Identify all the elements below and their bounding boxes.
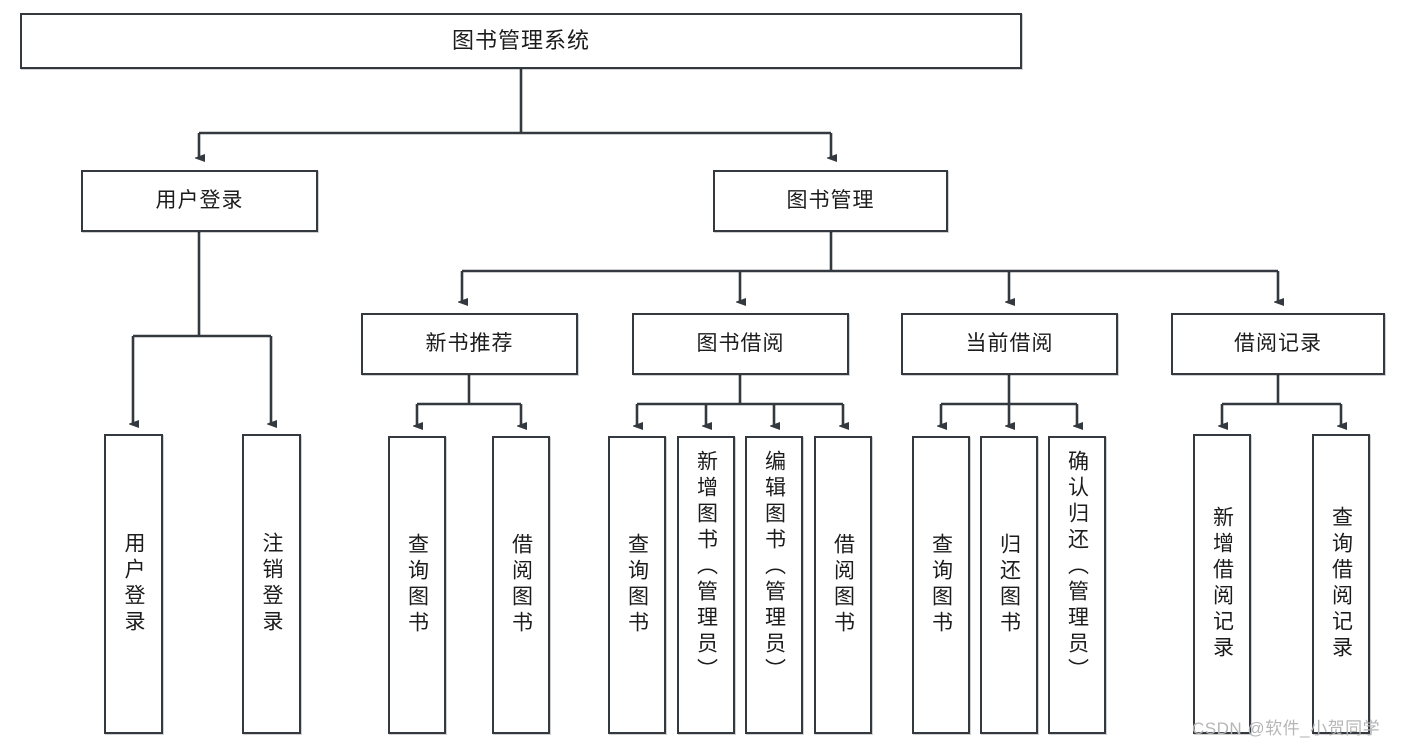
node-label: 图书借阅 bbox=[696, 331, 785, 355]
node-label: 归还图书 bbox=[997, 533, 1021, 637]
node-user-login[interactable]: 用户登录 bbox=[81, 170, 318, 232]
node-label: 编辑图书（管理员） bbox=[762, 450, 786, 684]
leaf-record-add-record[interactable]: 新增借阅记录 bbox=[1193, 434, 1251, 734]
node-label: 查询图书 bbox=[929, 533, 953, 637]
leaf-borrow-borrow-book[interactable]: 借阅图书 bbox=[814, 436, 872, 734]
node-label: 借阅记录 bbox=[1234, 331, 1322, 355]
node-label: 借阅图书 bbox=[509, 533, 533, 637]
node-label: 图书管理系统 bbox=[451, 28, 590, 54]
leaf-user-login-signin[interactable]: 用户登录 bbox=[104, 434, 163, 734]
node-book-borrow[interactable]: 图书借阅 bbox=[632, 313, 849, 375]
node-label: 借阅图书 bbox=[831, 533, 855, 637]
leaf-borrow-add-book-admin[interactable]: 新增图书（管理员） bbox=[677, 436, 735, 734]
node-label: 用户登录 bbox=[155, 188, 244, 212]
leaf-user-login-signout[interactable]: 注销登录 bbox=[242, 434, 301, 734]
node-label: 新增借阅记录 bbox=[1210, 506, 1234, 662]
watermark-text: CSDN @软件_小贺同学 bbox=[1192, 719, 1381, 738]
leaf-current-query-book[interactable]: 查询图书 bbox=[912, 436, 970, 734]
node-label: 查询借阅记录 bbox=[1329, 506, 1353, 662]
leaf-record-query-record[interactable]: 查询借阅记录 bbox=[1312, 434, 1370, 734]
node-label: 图书管理 bbox=[786, 188, 875, 212]
node-label: 查询图书 bbox=[405, 533, 429, 637]
node-book-management[interactable]: 图书管理 bbox=[713, 170, 948, 232]
leaf-recommend-borrow-book[interactable]: 借阅图书 bbox=[492, 436, 550, 734]
node-label: 当前借阅 bbox=[965, 331, 1054, 355]
node-label: 新增图书（管理员） bbox=[694, 450, 718, 684]
node-current-borrow[interactable]: 当前借阅 bbox=[901, 313, 1118, 375]
node-root-system[interactable]: 图书管理系统 bbox=[20, 13, 1022, 69]
leaf-current-return-book[interactable]: 归还图书 bbox=[980, 436, 1038, 734]
node-borrow-record[interactable]: 借阅记录 bbox=[1171, 313, 1385, 375]
node-label: 确认归还（管理员） bbox=[1065, 450, 1089, 684]
node-label: 查询图书 bbox=[625, 533, 649, 637]
node-label: 用户登录 bbox=[122, 532, 145, 636]
node-label: 新书推荐 bbox=[425, 331, 514, 355]
leaf-borrow-edit-book-admin[interactable]: 编辑图书（管理员） bbox=[745, 436, 803, 734]
leaf-recommend-query-book[interactable]: 查询图书 bbox=[388, 436, 446, 734]
leaf-borrow-query-book[interactable]: 查询图书 bbox=[608, 436, 666, 734]
node-label: 注销登录 bbox=[260, 532, 283, 636]
node-new-book-recommend[interactable]: 新书推荐 bbox=[361, 313, 578, 375]
leaf-current-confirm-return-admin[interactable]: 确认归还（管理员） bbox=[1048, 436, 1106, 734]
